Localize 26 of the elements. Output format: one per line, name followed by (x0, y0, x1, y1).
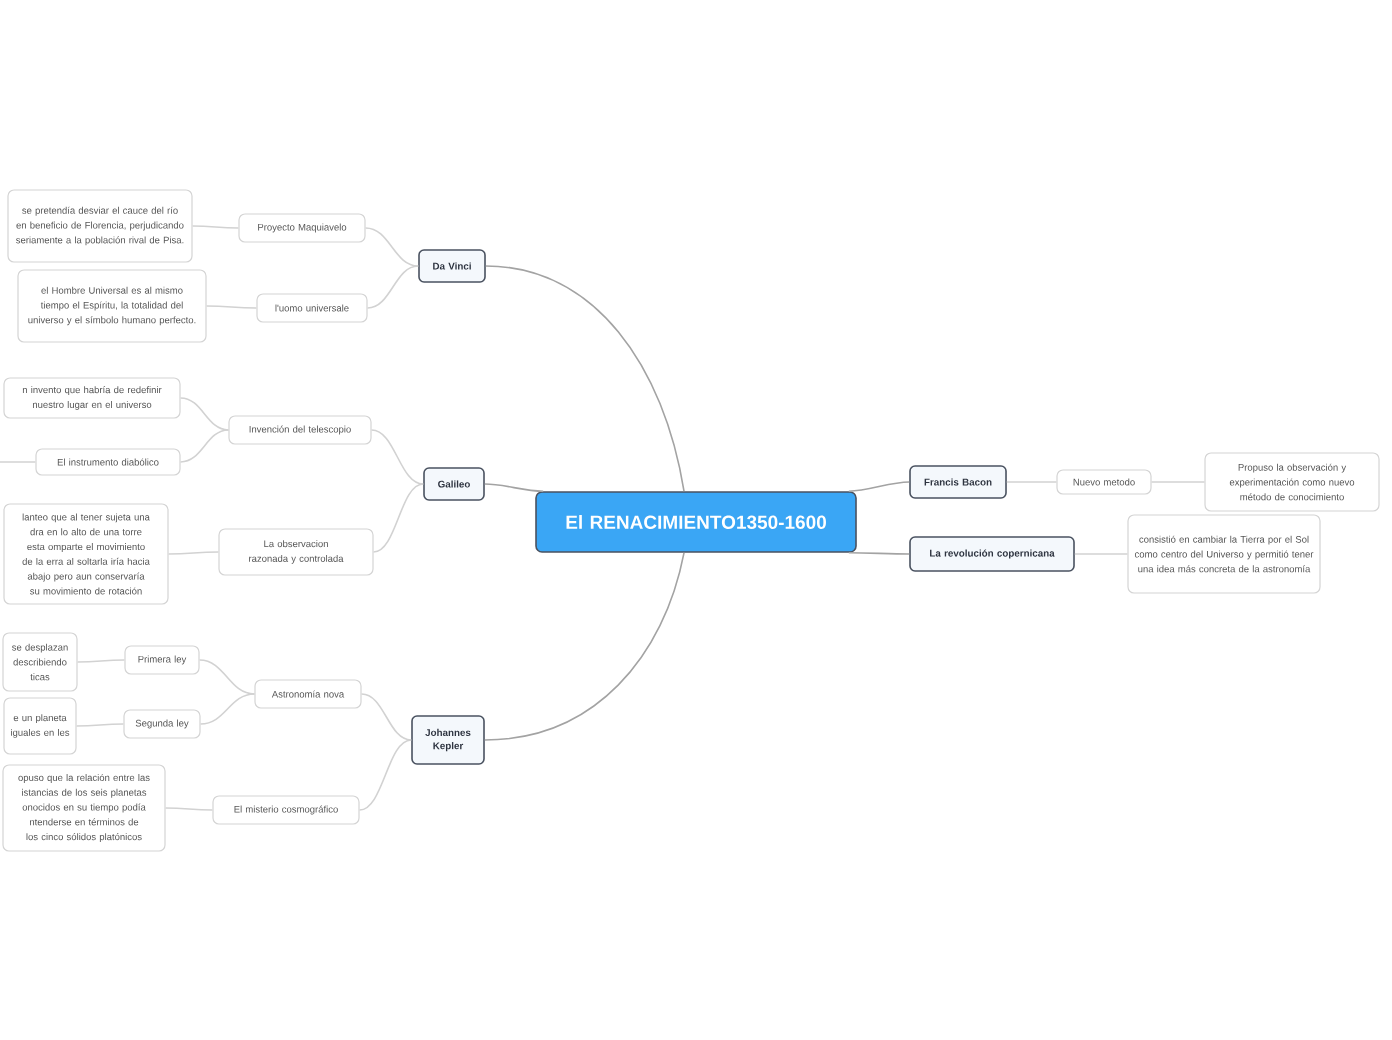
branch-line (191, 225, 240, 229)
branch-line (198, 659, 256, 695)
branch-line (848, 552, 910, 555)
branch-line (370, 429, 424, 485)
branch-line (164, 807, 214, 811)
branch-line (360, 693, 412, 741)
branch-line (1150, 481, 1206, 483)
branch-line (484, 552, 685, 741)
central-topic-box: El RENACIMIENTO1350-1600 (535, 491, 857, 553)
branch-line (75, 723, 125, 727)
branch-line (0, 461, 37, 463)
branch-line (199, 693, 256, 725)
branch-line (167, 551, 220, 555)
branch-line (366, 265, 419, 309)
branch-line (485, 265, 685, 492)
branch-line (1006, 481, 1058, 483)
branch-line (205, 305, 258, 309)
branch-line (179, 429, 230, 463)
branch-line (364, 227, 419, 267)
branch-line (1074, 553, 1129, 555)
branch-line (848, 481, 910, 492)
branch-line (372, 483, 424, 553)
branch-line (179, 397, 230, 431)
branch-line (484, 483, 544, 492)
branch-line (358, 739, 412, 811)
branch-line (76, 659, 126, 663)
